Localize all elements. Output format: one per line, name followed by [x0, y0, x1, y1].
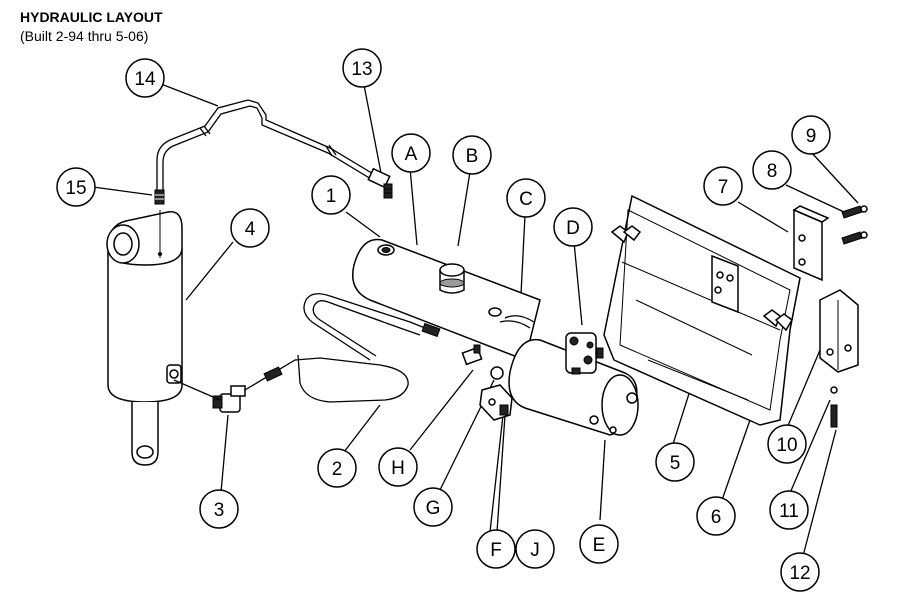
part-11-12-hardware: [830, 386, 838, 428]
callout-9: 9: [791, 115, 831, 155]
svg-text:C: C: [519, 189, 533, 210]
callout-14: 14: [125, 58, 165, 98]
part-g-valve: [461, 344, 513, 421]
svg-text:14: 14: [134, 69, 156, 90]
callout-d: D: [553, 207, 593, 247]
svg-text:F: F: [490, 540, 502, 561]
svg-text:2: 2: [332, 459, 343, 480]
callout-7: 7: [703, 166, 743, 206]
callout-12: 12: [780, 552, 820, 592]
svg-text:G: G: [426, 498, 441, 519]
part-e-motor: [508, 332, 639, 436]
svg-text:B: B: [466, 146, 479, 167]
part-13-fitting: [367, 167, 393, 199]
callout-3: 3: [199, 489, 239, 529]
callout-h: H: [378, 447, 418, 487]
callout-f: F: [476, 529, 516, 569]
svg-text:13: 13: [351, 59, 372, 80]
callout-11: 11: [769, 490, 809, 530]
callout-1: 1: [311, 175, 351, 215]
callout-13: 13: [342, 48, 382, 88]
part-a-tank: [352, 238, 541, 362]
callout-j: J: [515, 529, 555, 569]
svg-text:11: 11: [779, 501, 799, 522]
part-15-fitting: [154, 189, 165, 205]
part-7-block: [792, 205, 830, 282]
svg-text:6: 6: [711, 507, 722, 528]
part-c-clamp: [499, 315, 535, 329]
part-6-control-box: [603, 194, 801, 426]
callout-b: B: [452, 135, 492, 175]
svg-text:5: 5: [670, 453, 681, 474]
svg-text:8: 8: [767, 161, 778, 182]
svg-text:12: 12: [789, 563, 810, 584]
callout-4: 4: [230, 208, 270, 248]
callout-e: E: [579, 524, 619, 564]
diagram-subtitle: (Built 2-94 thru 5-06): [20, 28, 149, 44]
svg-text:15: 15: [65, 178, 86, 199]
diagram-title: HYDRAULIC LAYOUT: [20, 9, 163, 25]
callout-c: C: [506, 178, 546, 218]
callout-2: 2: [317, 448, 357, 488]
callout-6: 6: [696, 496, 736, 536]
svg-text:J: J: [530, 540, 540, 561]
svg-text:H: H: [391, 458, 405, 479]
part-3-elbow: [173, 379, 246, 413]
svg-text:1: 1: [326, 186, 337, 207]
svg-text:9: 9: [806, 126, 817, 147]
svg-text:3: 3: [214, 500, 225, 521]
part-10-bracket: [819, 289, 859, 373]
svg-text:A: A: [405, 144, 418, 165]
callout-a: A: [391, 133, 431, 173]
callout-5: 5: [655, 442, 695, 482]
part-4-cylinder: [106, 210, 183, 466]
callout-15: 15: [56, 167, 96, 207]
svg-text:10: 10: [776, 435, 797, 456]
svg-text:D: D: [566, 218, 580, 239]
part-14-tube: [156, 99, 381, 192]
callout-g: G: [413, 487, 453, 527]
svg-text:E: E: [593, 535, 606, 556]
part-8-9-screws: [841, 205, 868, 245]
svg-text:7: 7: [718, 177, 729, 198]
part-2-hose: [244, 293, 441, 403]
svg-text:4: 4: [245, 219, 256, 240]
callout-8: 8: [752, 150, 792, 190]
callout-10: 10: [767, 424, 807, 464]
